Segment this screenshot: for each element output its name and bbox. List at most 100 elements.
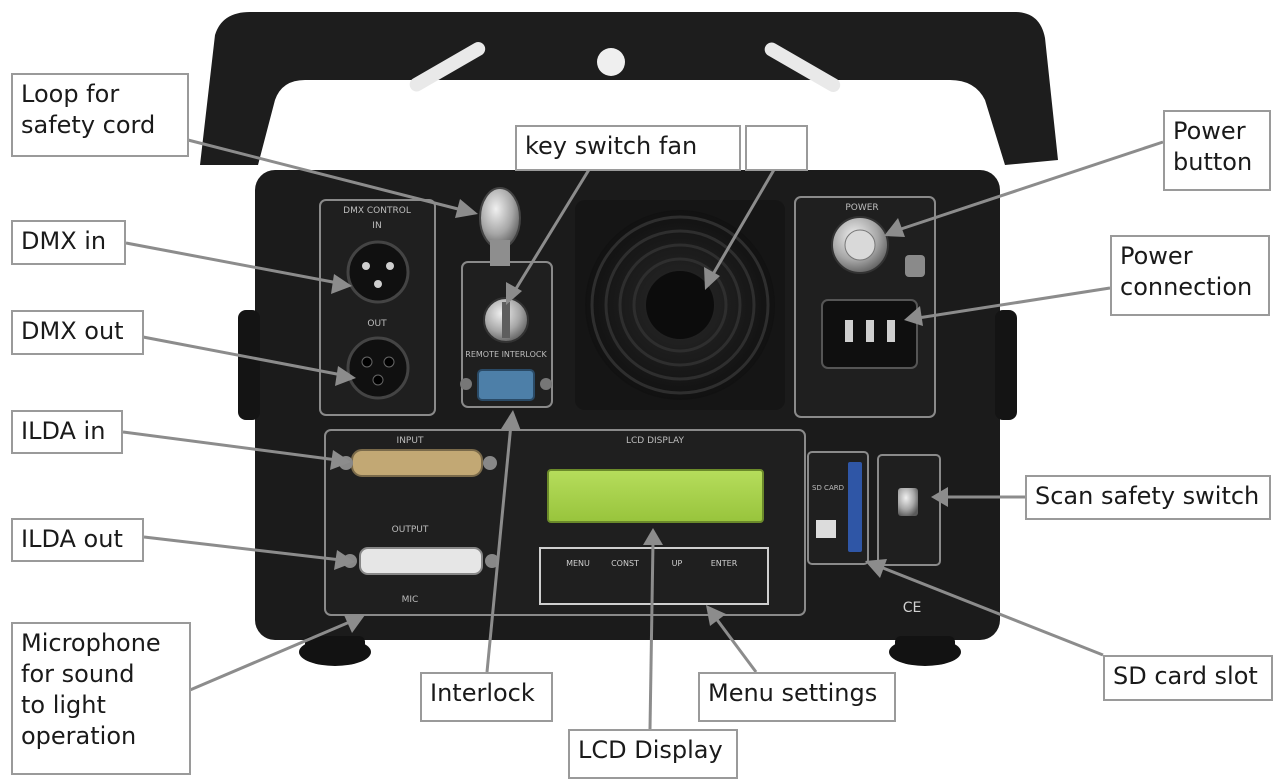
mic-label: MIC [402, 595, 419, 605]
leader-powerbutton [897, 140, 1164, 232]
leader-interlock [485, 423, 513, 673]
bracket-slot-left [409, 42, 486, 92]
dmx-in-label: IN [372, 221, 381, 231]
safety-cord-loop [479, 187, 521, 249]
device-body: DMX CONTROL IN OUT REMOTE INTERLOCK [200, 12, 1058, 666]
interlock-screw [460, 378, 472, 390]
leader-menu [713, 616, 758, 673]
callout-text-line: ILDA out [21, 525, 123, 553]
callout-text-line: ILDA in [21, 417, 106, 445]
callout-scan-safety-switch: Scan safety switch [1025, 475, 1271, 520]
loop-post [490, 240, 510, 266]
callout-text-line: for sound [21, 660, 135, 688]
interlock-connector [477, 369, 535, 401]
callout-blank [745, 125, 808, 171]
callout-text-line: Microphone [21, 629, 161, 657]
dmx-out-socket [361, 356, 373, 368]
leader-keyswitch [512, 167, 592, 293]
up-button-label: UP [672, 559, 683, 568]
callout-power-connection: Power connection [1110, 235, 1270, 316]
dmx-in-pin [362, 262, 370, 270]
foot-block-left [305, 636, 365, 660]
arrowhead-lcd [643, 528, 663, 545]
arrowhead-fan [704, 267, 720, 290]
callout-dmx-in: DMX in [11, 220, 126, 265]
callout-menu-settings: Menu settings [698, 672, 896, 722]
leader-ildain [122, 430, 338, 462]
arrowhead-ildaout [334, 550, 355, 570]
arrowhead-dmxin [331, 274, 352, 294]
ilda-out-screw [485, 554, 499, 568]
bracket-hole [597, 48, 625, 76]
sd-card [848, 462, 862, 552]
ilda-in-screw [483, 456, 497, 470]
callout-text-line: Menu settings [708, 679, 878, 707]
callout-interlock: Interlock [420, 672, 553, 722]
arrowhead-interlock [501, 410, 521, 431]
callout-microphone: Microphone for sound to light operation [11, 622, 191, 775]
callout-text-line: Power [1173, 117, 1246, 145]
callout-text-line: Scan safety switch [1035, 482, 1260, 510]
arrowhead-menu [706, 605, 726, 626]
leader-loop [187, 138, 463, 212]
leader-dmxin [125, 241, 339, 285]
menu-button-label: MENU [566, 559, 590, 568]
ilda-output-label: OUTPUT [392, 525, 429, 535]
callout-text-line: SD card slot [1113, 662, 1258, 690]
power-button-cap [844, 229, 876, 261]
arrowhead-loop [455, 199, 478, 218]
remote-interlock-label: REMOTE INTERLOCK [465, 350, 547, 359]
arrowhead-powerconn [904, 306, 923, 326]
leader-dmxout [142, 335, 343, 377]
leader-fan [710, 167, 777, 277]
ilda-out-connector [359, 547, 483, 575]
foot-block-right [895, 636, 955, 660]
leader-mic [189, 619, 353, 692]
scan-switch-toggle [898, 488, 918, 516]
sd-indicator [816, 520, 836, 538]
dmx-out-connector [346, 336, 410, 400]
callout-dmx-out: DMX out [11, 310, 144, 355]
callout-text-line: to light [21, 691, 106, 719]
callout-sd-card-slot: SD card slot [1103, 655, 1273, 701]
inlet-pin [866, 320, 874, 342]
callout-text-line: operation [21, 722, 137, 750]
dmx-out-socket [372, 374, 384, 386]
key-slot [502, 302, 510, 338]
callout-text-line: Power [1120, 242, 1193, 270]
callout-text-line: DMX in [21, 227, 107, 255]
inlet-pin [887, 320, 895, 342]
fan-hub [646, 271, 714, 339]
arrowhead-sd [865, 559, 887, 578]
side-knob-left [238, 310, 260, 420]
callout-lcd-display: LCD Display [568, 729, 738, 779]
dmx-in-connector [346, 240, 410, 304]
arrowhead-keyswitch [506, 282, 522, 305]
leader-lcd [648, 541, 655, 730]
lcd-screen [547, 469, 764, 523]
callout-text-line: key switch fan [525, 132, 698, 160]
callout-text-line: Loop for [21, 80, 120, 108]
callout-text-line: connection [1120, 273, 1253, 301]
callout-text-line: Interlock [430, 679, 535, 707]
arrowhead-ildain [330, 450, 351, 470]
callout-key-switch-fan: key switch fan [515, 125, 741, 171]
sd-card-label: SD CARD [812, 484, 844, 492]
dmx-in-pin [374, 280, 382, 288]
interlock-screw [540, 378, 552, 390]
dmx-out-label: OUT [367, 319, 387, 329]
dmx-in-pin [386, 262, 394, 270]
arrowhead-scan [931, 487, 948, 507]
fuse-holder [905, 255, 925, 277]
enter-button-label: ENTER [711, 559, 738, 568]
leader-sd [877, 564, 1104, 657]
leader-powerconn [917, 286, 1111, 320]
dmx-control-label: DMX CONTROL [343, 206, 411, 216]
arrowhead-mic [344, 615, 365, 633]
lcd-display-label: LCD DISPLAY [626, 436, 684, 446]
ilda-input-label: INPUT [397, 436, 424, 446]
mounting-bracket [200, 12, 1058, 165]
side-knob-right [995, 310, 1017, 420]
callout-text-line: button [1173, 148, 1253, 176]
